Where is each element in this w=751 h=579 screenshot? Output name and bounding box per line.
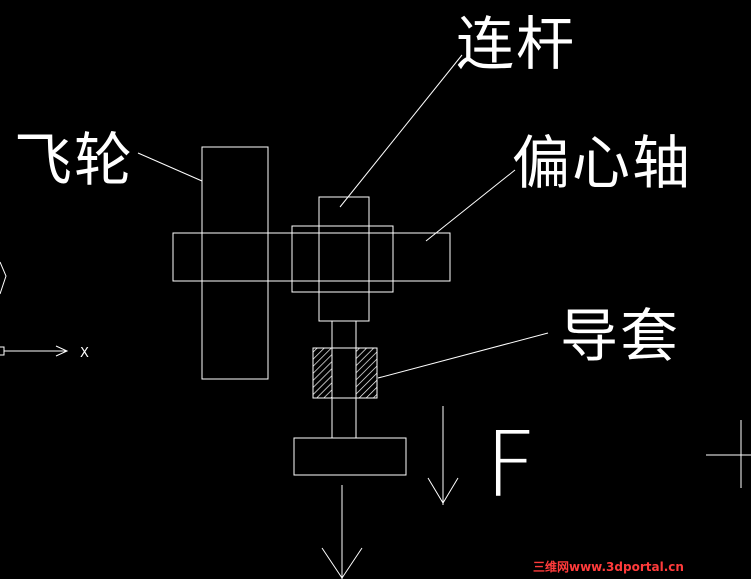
ucs-x-label: X	[80, 346, 89, 361]
label-flywheel: 飞轮	[14, 126, 134, 194]
guide-sleeve-left	[312, 347, 333, 399]
eccentric-body	[291, 225, 394, 293]
watermark: 三维网www.3dportal.cn	[533, 559, 684, 574]
force-arrow-head	[427, 477, 459, 504]
output-arrow-head	[321, 547, 363, 579]
leader-flywheel	[137, 152, 203, 182]
main-shaft	[172, 232, 451, 282]
leader-eccentric	[425, 169, 516, 242]
leader-connecting-rod	[339, 54, 463, 208]
guide-sleeve-right	[355, 347, 378, 399]
ucs-x-arrow-icon	[55, 345, 69, 357]
label-eccentric-shaft: 偏心轴	[512, 129, 692, 197]
leader-guide	[377, 332, 549, 379]
label-guide-sleeve: 导套	[560, 302, 680, 370]
label-connecting-rod: 连杆	[456, 10, 576, 78]
flywheel-disc	[201, 146, 269, 380]
connecting-rod	[318, 196, 370, 322]
ucs-origin-box	[0, 346, 5, 356]
ucs-y-fragment	[0, 261, 7, 295]
label-force: F	[485, 413, 537, 518]
slider-block	[293, 437, 407, 476]
